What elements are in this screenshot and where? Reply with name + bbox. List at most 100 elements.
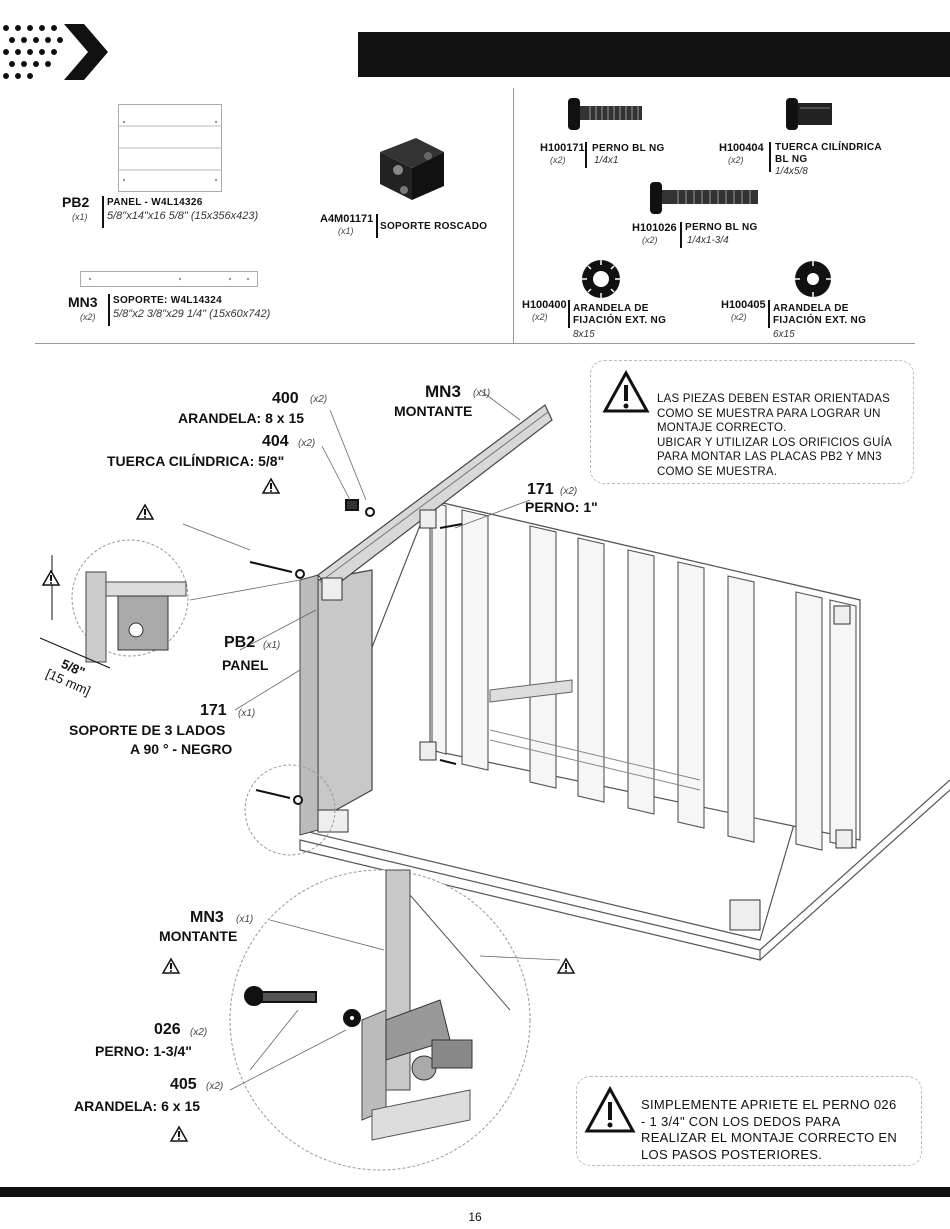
assembly-diagram bbox=[39, 389, 950, 1171]
warning-small-icon bbox=[556, 957, 576, 974]
part-bracket-code: A4M01171 bbox=[320, 213, 374, 225]
part-bracket-qty: (x1) bbox=[338, 226, 354, 236]
threaded-bracket-icon bbox=[380, 138, 444, 200]
part-h101026-name: PERNO BL NG bbox=[685, 222, 758, 233]
warning-note-top: LAS PIEZAS DEBEN ESTAR ORIENTADAS COMO S… bbox=[590, 360, 914, 484]
callout-171-num: 171 bbox=[200, 702, 227, 719]
callout-mn3-top-label: MONTANTE bbox=[394, 403, 473, 419]
part-h100400-qty: (x2) bbox=[532, 312, 548, 322]
part-bracket-name: SOPORTE ROSCADO bbox=[380, 221, 488, 232]
warning-small-icon bbox=[135, 503, 155, 520]
part-h100404-name: TUERCA CILÍNDRICA BL NG bbox=[775, 142, 882, 165]
callout-171-top-qty: (x2) bbox=[560, 486, 578, 497]
part-pb2-qty: (x1) bbox=[72, 212, 88, 222]
warning-note-top-text: LAS PIEZAS DEBEN ESTAR ORIENTADAS COMO S… bbox=[657, 392, 913, 479]
part-h101026-code: H101026 bbox=[632, 222, 677, 234]
callout-171-top-num: 171 bbox=[527, 481, 554, 498]
callout-026-label: PERNO: 1-3/4" bbox=[95, 1043, 192, 1059]
note-top-line: MONTAJE CORRECTO. bbox=[657, 422, 787, 434]
part-pb2-dims: 5/8"x14"x16 5/8" (15x356x423) bbox=[107, 210, 259, 222]
part-pb2-code: PB2 bbox=[62, 194, 90, 210]
warning-small-icon bbox=[41, 569, 61, 586]
part-h101026-dims: 1/4x1-3/4 bbox=[687, 235, 729, 246]
support-mn3-drawing bbox=[80, 271, 258, 287]
part-mn3-bar bbox=[108, 294, 110, 326]
callout-400-num: 400 bbox=[272, 390, 299, 407]
warning-icon bbox=[584, 1085, 636, 1133]
note-bottom-line: REALIZAR EL MONTAJE CORRECTO EN bbox=[641, 1130, 898, 1145]
callout-171-label1: SOPORTE DE 3 LADOS bbox=[69, 722, 226, 738]
note-bottom-line: SIMPLEMENTE APRIETE EL PERNO 026 bbox=[641, 1097, 897, 1112]
part-h100405-dims: 6x15 bbox=[773, 329, 795, 340]
warning-note-bottom-text: SIMPLEMENTE APRIETE EL PERNO 026 - 1 3/4… bbox=[641, 1097, 921, 1163]
callout-171-label2: A 90 ° - NEGRO bbox=[130, 741, 233, 757]
callout-405-num: 405 bbox=[170, 1076, 197, 1093]
callout-400-label: ARANDELA: 8 x 15 bbox=[178, 410, 305, 426]
note-top-line: COMO SE MUESTRA. bbox=[657, 465, 778, 478]
note-top-line: UBICAR Y UTILIZAR LOS ORIFICIOS GUÍA bbox=[657, 436, 892, 449]
callout-171-top-label: PERNO: 1" bbox=[525, 499, 598, 515]
part-h100404-qty: (x2) bbox=[728, 155, 744, 165]
part-h100404-code: H100404 bbox=[719, 142, 764, 154]
part-h100405-qty: (x2) bbox=[731, 312, 747, 322]
part-h100171-name: PERNO BL NG bbox=[592, 143, 665, 154]
callout-mn3-bottom-qty: (x1) bbox=[236, 914, 254, 925]
note-top-line: LAS PIEZAS DEBEN ESTAR ORIENTADAS bbox=[657, 393, 891, 405]
callout-mn3-top-num: MN3 bbox=[425, 382, 461, 401]
part-h100404-dims: 1/4x5/8 bbox=[775, 166, 808, 177]
callout-404-num: 404 bbox=[262, 433, 289, 450]
part-h100171-bar bbox=[585, 142, 587, 168]
lock-washer-6x15-icon bbox=[795, 261, 831, 297]
callout-404-label: TUERCA CILÍNDRICA: 5/8" bbox=[107, 453, 285, 469]
callout-405-qty: (x2) bbox=[206, 1081, 224, 1092]
part-h100400-name: ARANDELA DE FIJACIÓN EXT. NG bbox=[573, 303, 667, 326]
lock-washer-8x15-icon bbox=[582, 260, 620, 298]
callout-171-qty: (x1) bbox=[238, 708, 256, 719]
header-logo bbox=[0, 20, 110, 90]
part-h100405-name: ARANDELA DE FIJACIÓN EXT. NG bbox=[773, 303, 867, 326]
callout-404-qty: (x2) bbox=[298, 438, 316, 449]
bolt-long-icon bbox=[650, 182, 758, 214]
callout-400-qty: (x2) bbox=[310, 394, 328, 405]
warning-small-icon bbox=[261, 477, 281, 494]
callout-026-qty: (x2) bbox=[190, 1027, 208, 1038]
part-h100400-dims: 8x15 bbox=[573, 329, 595, 340]
dotted-arrow-logo-icon bbox=[3, 24, 108, 80]
barrel-nut-icon bbox=[786, 98, 832, 130]
part-mn3-code: MN3 bbox=[68, 294, 98, 310]
part-h100405-bar bbox=[768, 300, 770, 328]
part-mn3-qty: (x2) bbox=[80, 312, 96, 322]
callout-026-num: 026 bbox=[154, 1021, 181, 1038]
header-bar bbox=[358, 32, 950, 77]
part-h100405-code: H100405 bbox=[721, 299, 766, 311]
panel-pb2-drawing bbox=[118, 104, 222, 192]
bolt-1-icon bbox=[568, 98, 642, 130]
parts-divider-horizontal bbox=[35, 343, 915, 344]
callout-mn3-bottom-label: MONTANTE bbox=[159, 928, 238, 944]
part-mn3-dims: 5/8"x2 3/8"x29 1/4" (15x60x742) bbox=[113, 308, 271, 320]
part-h100404-bar bbox=[769, 142, 771, 172]
part-h100171-qty: (x2) bbox=[550, 155, 566, 165]
page-number: 16 bbox=[468, 1210, 482, 1224]
footer-bar bbox=[0, 1187, 950, 1197]
callout-pb2-label: PANEL bbox=[222, 657, 269, 673]
part-pb2-bar bbox=[102, 196, 104, 228]
part-h100400-bar bbox=[568, 300, 570, 328]
warning-small-icon bbox=[161, 957, 181, 974]
callout-405-label: ARANDELA: 6 x 15 bbox=[74, 1098, 201, 1114]
part-pb2-name: PANEL - W4L14326 bbox=[107, 197, 203, 208]
warning-small-icon bbox=[169, 1125, 189, 1142]
part-h101026-qty: (x2) bbox=[642, 235, 658, 245]
callout-pb2-qty: (x1) bbox=[263, 640, 281, 651]
note-top-line: COMO SE MUESTRA PARA LOGRAR UN bbox=[657, 407, 881, 420]
note-bottom-line: LOS PASOS POSTERIORES. bbox=[641, 1146, 823, 1162]
part-mn3-name: SOPORTE: W4L14324 bbox=[113, 295, 223, 306]
part-h100171-dims: 1/4x1 bbox=[594, 155, 619, 166]
warning-note-bottom: SIMPLEMENTE APRIETE EL PERNO 026 - 1 3/4… bbox=[576, 1076, 922, 1166]
parts-divider-vertical bbox=[513, 88, 514, 343]
note-top-line: PARA MONTAR LAS PLACAS PB2 Y MN3 bbox=[657, 451, 882, 463]
note-bottom-line: - 1 3/4" CON LOS DEDOS PARA bbox=[641, 1113, 841, 1129]
callout-mn3-top-qty: (x1) bbox=[473, 388, 491, 399]
callout-mn3-bottom-num: MN3 bbox=[190, 909, 224, 926]
part-bracket-bar bbox=[376, 214, 378, 238]
